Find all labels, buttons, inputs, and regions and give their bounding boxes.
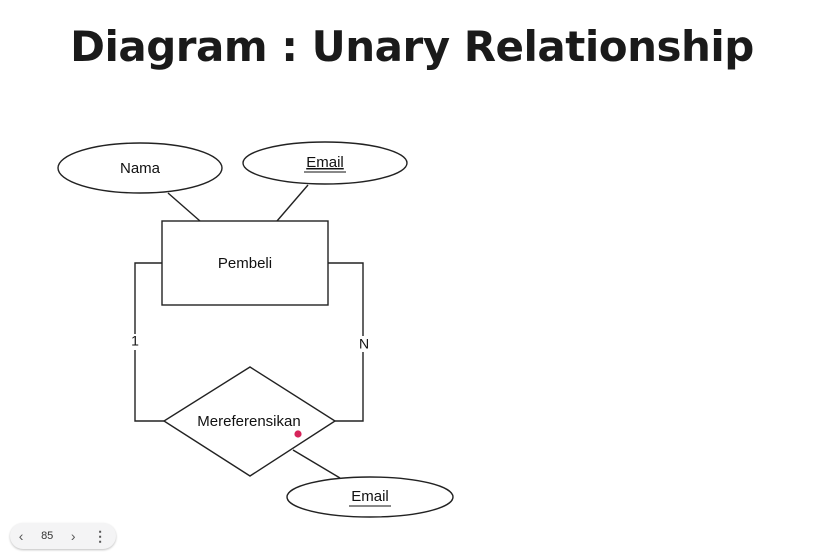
cardinality-right: N (359, 336, 369, 352)
attribute-email-top-label: Email (306, 154, 344, 171)
relationship-mereferensikan (162, 366, 337, 477)
entity-pembeli-label: Pembeli (218, 255, 272, 272)
more-vertical-icon[interactable]: ⋮ (93, 527, 108, 544)
cardinality-right-bg (356, 336, 370, 352)
email-top-connector (276, 184, 309, 222)
relationship-label: Mereferensikan (197, 413, 300, 430)
attribute-email-bottom-label: Email (351, 488, 389, 505)
chevron-left-icon[interactable]: ‹ (18, 528, 24, 544)
attribute-email-top (242, 141, 408, 185)
entity-pembeli (161, 220, 329, 306)
attribute-nama-label: Nama (120, 160, 161, 177)
cardinality-left: 1 (131, 333, 139, 349)
slide-title: Diagram : Unary Relationship (70, 22, 754, 71)
attribute-email-bottom (286, 476, 454, 518)
cardinality-left-bg (129, 334, 141, 350)
nama-connector (167, 192, 201, 222)
attribute-nama (57, 142, 223, 194)
email-bottom-connector (292, 449, 341, 479)
slide-pager: ‹ 85 › ⋮ (10, 523, 116, 549)
cursor-dot (294, 430, 302, 438)
chevron-right-icon[interactable]: › (70, 528, 76, 544)
page-number: 85 (41, 530, 54, 542)
